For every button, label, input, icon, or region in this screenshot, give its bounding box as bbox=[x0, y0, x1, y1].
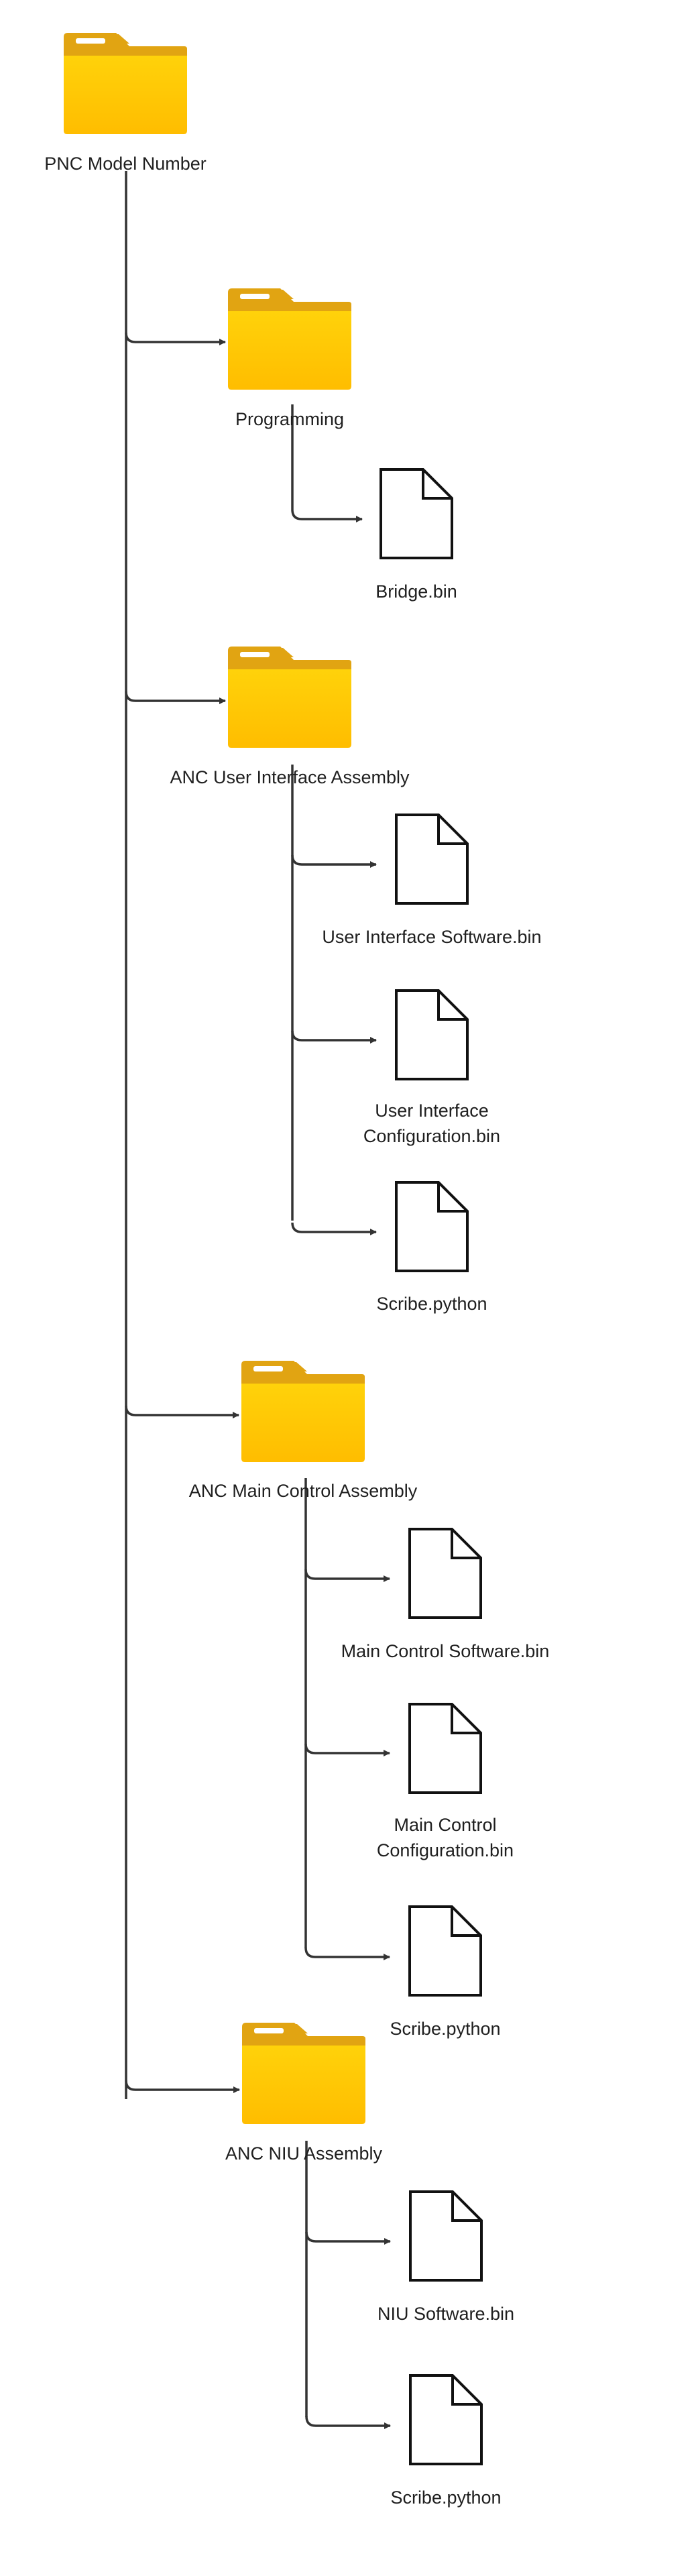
file-main-control-config-bin-label: Main Control Configuration.bin bbox=[376, 1815, 514, 1860]
connector-ui-scribe-python bbox=[291, 1222, 377, 1235]
file-icon bbox=[380, 468, 453, 559]
file-main-control-scribe-python-label: Scribe.python bbox=[390, 2019, 501, 2039]
file-niu-scribe-python[interactable] bbox=[408, 2373, 483, 2469]
file-niu-software-bin-label: NIU Software.bin bbox=[377, 2304, 515, 2324]
file-bridge-bin-label: Bridge.bin bbox=[375, 581, 457, 602]
file-icon bbox=[409, 2374, 483, 2465]
file-main-control-scribe-python[interactable] bbox=[408, 1905, 483, 2001]
connector-niu-scribe-python bbox=[305, 2416, 391, 2429]
file-main-control-software-bin[interactable] bbox=[408, 1527, 483, 1623]
file-bridge-bin[interactable] bbox=[379, 467, 454, 563]
file-icon bbox=[395, 814, 469, 905]
file-ui-scribe-python-label: Scribe.python bbox=[376, 1294, 487, 1314]
folder-ui-assembly[interactable] bbox=[227, 645, 353, 752]
folder-programming-label: Programming bbox=[235, 409, 345, 429]
folder-main-control[interactable] bbox=[240, 1359, 366, 1467]
file-icon bbox=[408, 1905, 482, 1997]
file-icon bbox=[395, 1181, 469, 1272]
file-ui-software-bin[interactable] bbox=[394, 813, 469, 909]
connector-ui-assembly bbox=[125, 691, 226, 704]
connector-main-control-scribe-python bbox=[304, 1947, 390, 1960]
connector-main-control bbox=[125, 1405, 239, 1418]
file-niu-scribe-python-label: Scribe.python bbox=[390, 2487, 502, 2508]
file-main-control-software-bin-label: Main Control Software.bin bbox=[341, 1641, 550, 1661]
folder-icon bbox=[228, 288, 351, 390]
file-ui-config-bin-label: User Interface Configuration.bin bbox=[363, 1101, 501, 1146]
file-niu-software-bin[interactable] bbox=[408, 2190, 483, 2286]
connector-main-control-software-bin bbox=[304, 1569, 390, 1582]
file-ui-scribe-python[interactable] bbox=[394, 1180, 469, 1276]
folder-main-control-label: ANC Main Control Assembly bbox=[188, 1481, 418, 1501]
folder-niu-assembly[interactable] bbox=[241, 2021, 367, 2129]
connector-ui-config-bin bbox=[291, 1030, 377, 1044]
connector-niu-software-bin bbox=[305, 2231, 391, 2245]
folder-icon bbox=[242, 2023, 365, 2124]
folder-icon bbox=[241, 1361, 365, 1462]
file-ui-config-bin[interactable] bbox=[394, 989, 469, 1084]
folder-niu-assembly-label: ANC NIU Assembly bbox=[225, 2143, 383, 2164]
file-ui-software-bin-label: User Interface Software.bin bbox=[322, 927, 542, 947]
file-icon bbox=[395, 989, 469, 1080]
folder-root-label: PNC Model Number bbox=[44, 154, 207, 174]
connector-niu-assembly bbox=[125, 2080, 240, 2093]
file-icon bbox=[409, 2190, 483, 2282]
folder-programming[interactable] bbox=[227, 287, 353, 394]
file-main-control-config-bin[interactable] bbox=[408, 1702, 483, 1798]
file-icon bbox=[408, 1528, 482, 1619]
folder-icon bbox=[228, 647, 351, 748]
connector-ui-software-bin bbox=[291, 854, 377, 868]
connector-main-control-config-bin bbox=[304, 1743, 390, 1756]
connector-bridge-bin bbox=[291, 509, 363, 522]
folder-ui-assembly-label: ANC User Interface Assembly bbox=[170, 767, 410, 787]
connector-programming bbox=[125, 332, 226, 345]
folder-root[interactable] bbox=[62, 32, 188, 139]
folder-icon bbox=[64, 33, 187, 134]
file-icon bbox=[408, 1703, 482, 1794]
